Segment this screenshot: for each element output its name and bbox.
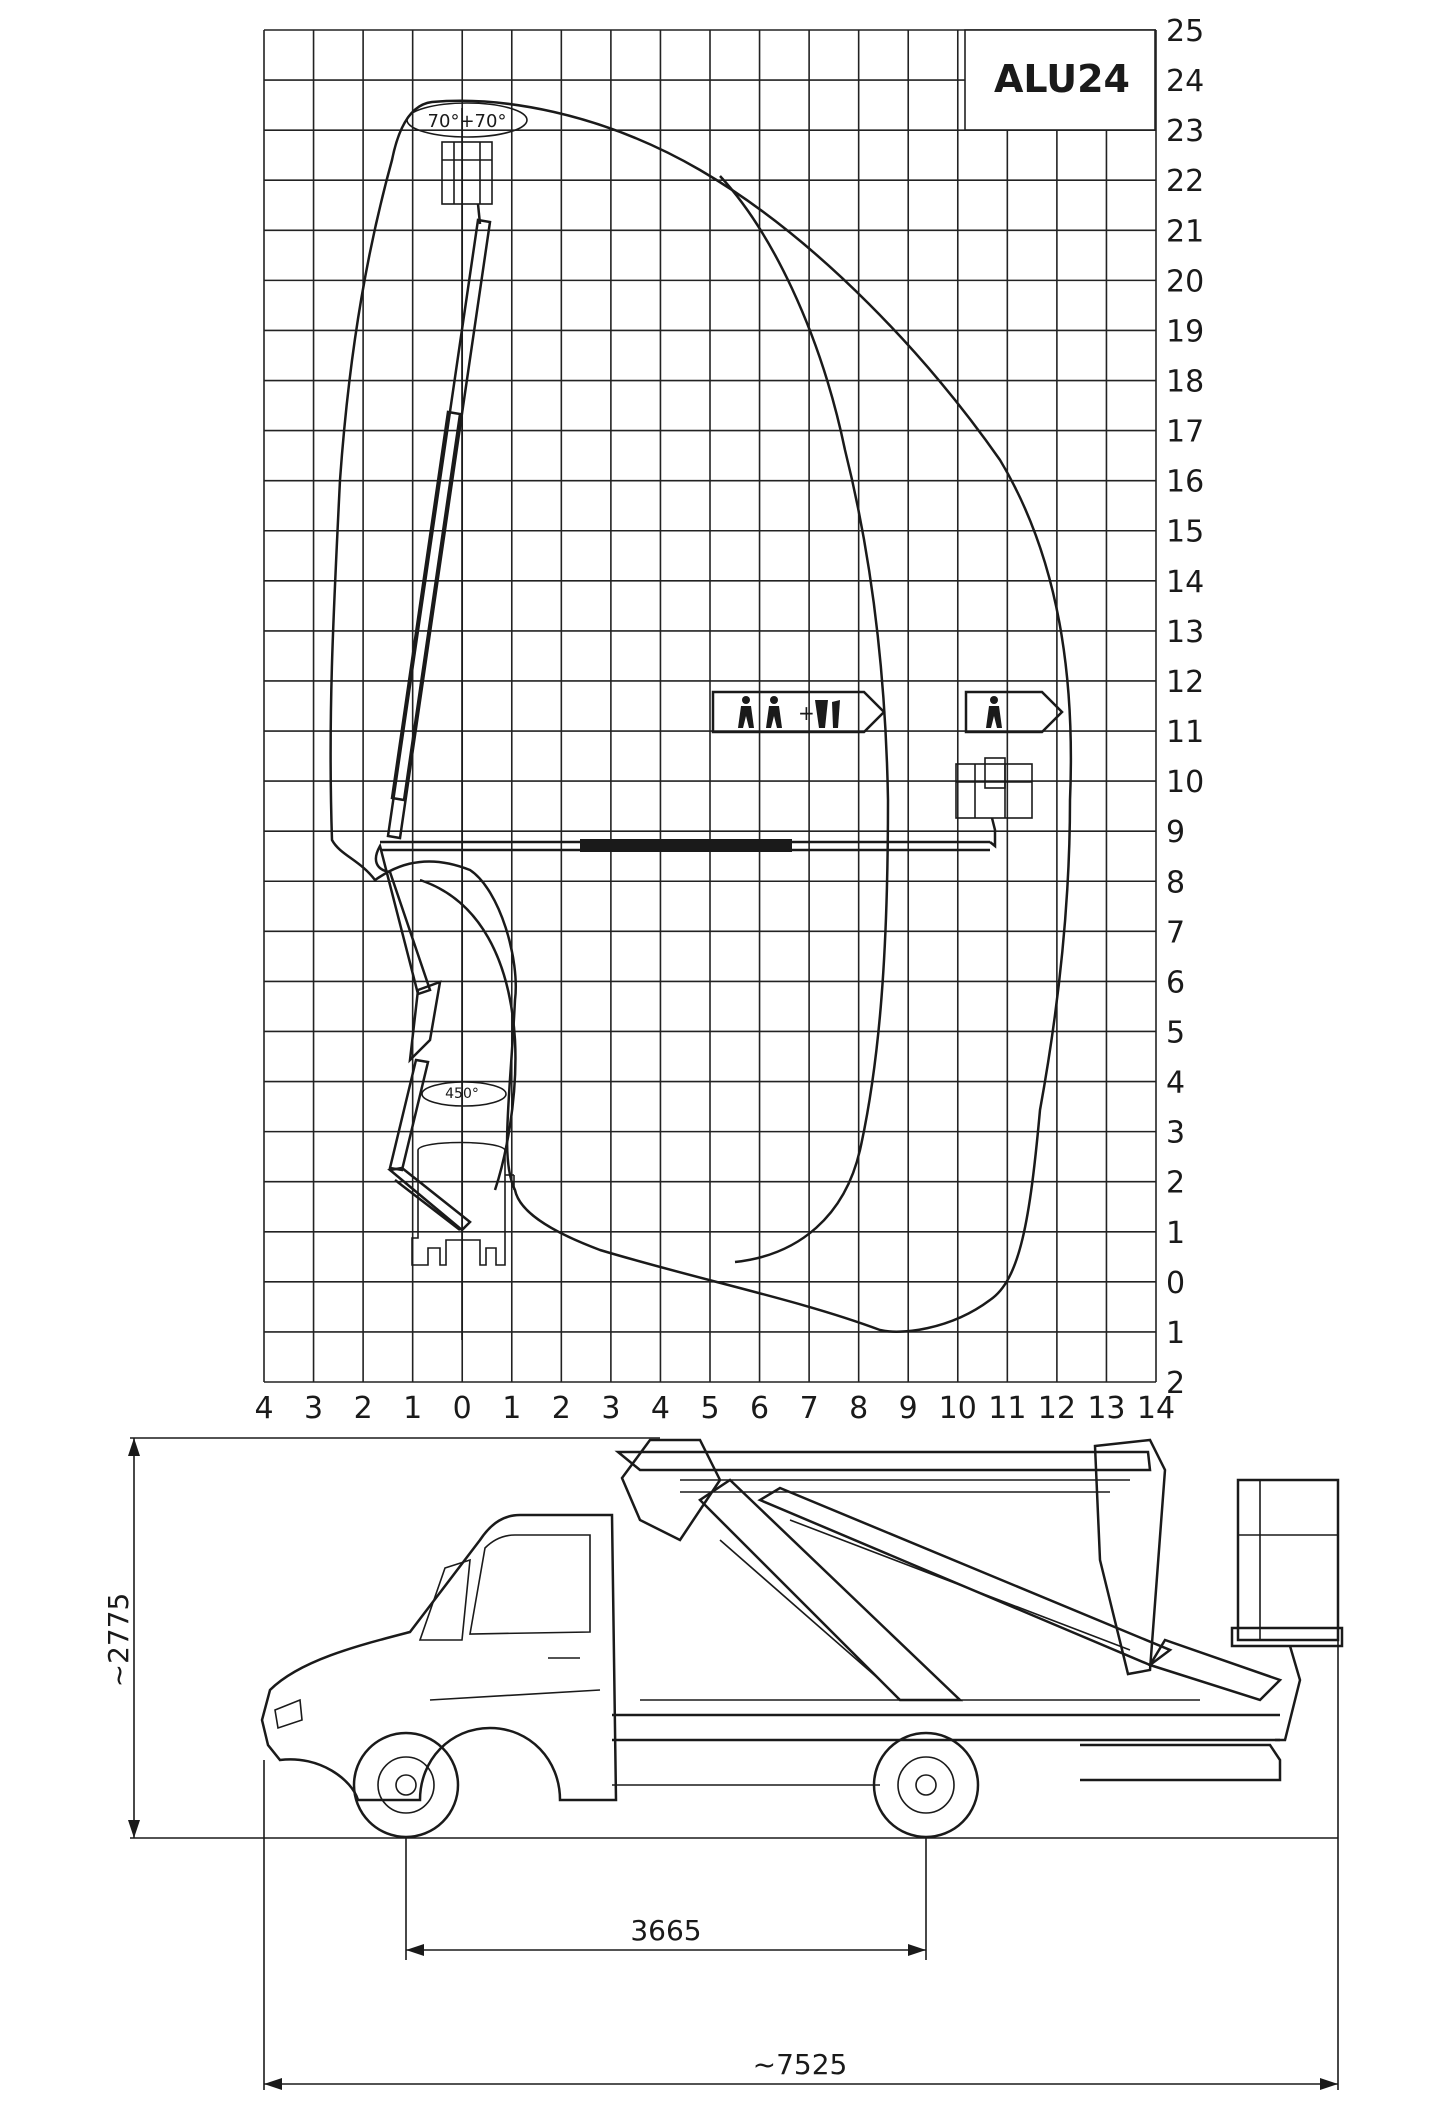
x-axis-tick-label: 2	[552, 1391, 571, 1426]
x-axis-tick-label: 7	[800, 1391, 819, 1426]
x-axis-tick-label: 3	[304, 1391, 323, 1426]
y-axis-tick-label: 11	[1166, 715, 1204, 750]
x-axis-tick-label: 12	[1038, 1391, 1076, 1426]
front-wheel	[352, 1731, 460, 1839]
y-axis-tick-label: 2	[1166, 1366, 1185, 1401]
y-axis-tick-label: 17	[1166, 415, 1204, 450]
dimension-height: ~2775	[102, 1437, 660, 1838]
x-axis-tick-label: 0	[453, 1391, 472, 1426]
y-axis-tick-label: 0	[1166, 1266, 1185, 1301]
y-axis-tick-label: 24	[1166, 64, 1204, 99]
side-basket	[955, 757, 1033, 819]
x-axis-tick-label: 1	[502, 1391, 521, 1426]
y-axis-tick-label: 2	[1166, 1166, 1185, 1201]
y-axis-tick-label: 12	[1166, 665, 1204, 700]
x-axis-tick-label: 8	[849, 1391, 868, 1426]
truck-basket	[1230, 1478, 1344, 1742]
person-icon	[738, 696, 754, 728]
y-axis-tick-label: 7	[1166, 915, 1185, 950]
x-axis-tick-label: 3	[601, 1391, 620, 1426]
turret-rotation: 450°	[421, 1081, 507, 1107]
y-axis-tick-label: 4	[1166, 1066, 1185, 1101]
x-axis-tick-label: 4	[254, 1391, 273, 1426]
outer-working-envelope	[329, 99, 1073, 1333]
y-axis-labels: 2524232221201918171615141312111098765432…	[1166, 14, 1204, 1401]
x-axis-tick-label: 14	[1137, 1391, 1175, 1426]
y-axis-tick-label: 8	[1166, 865, 1185, 900]
boom-raised	[374, 218, 492, 1232]
x-axis-tick-label: 4	[651, 1391, 670, 1426]
y-axis-tick-label: 13	[1166, 615, 1204, 650]
y-axis-tick-label: 18	[1166, 365, 1204, 400]
height-dimension-label: ~2775	[102, 1593, 135, 1688]
y-axis-tick-label: 23	[1166, 114, 1204, 149]
y-axis-tick-label: 6	[1166, 965, 1185, 1000]
title-box: ALU24	[964, 29, 1156, 131]
rear-wheel	[872, 1731, 980, 1839]
load-plate-one-person	[964, 690, 1064, 734]
grid	[263, 29, 1157, 1383]
person-icon	[986, 696, 1002, 728]
length-dimension-label: ~7525	[753, 2048, 848, 2081]
y-axis-tick-label: 1	[1166, 1316, 1185, 1351]
x-axis-tick-label: 6	[750, 1391, 769, 1426]
turret-rotation-label: 450°	[445, 1086, 479, 1102]
inner-working-envelope	[719, 175, 890, 1264]
x-axis-tick-label: 11	[988, 1391, 1026, 1426]
x-axis-tick-label: 10	[939, 1391, 977, 1426]
tools-icon	[815, 700, 840, 728]
y-axis-tick-label: 3	[1166, 1116, 1185, 1151]
x-axis-tick-label: 9	[899, 1391, 918, 1426]
turret-front-view	[411, 1141, 515, 1266]
dimension-wheelbase: 3665	[405, 1838, 927, 1960]
y-axis-tick-label: 9	[1166, 815, 1185, 850]
y-axis-tick-label: 22	[1166, 164, 1204, 199]
y-axis-tick-label: 25	[1166, 14, 1204, 49]
y-axis-tick-label: 5	[1166, 1015, 1185, 1050]
y-axis-tick-label: 16	[1166, 465, 1204, 500]
y-axis-tick-label: 15	[1166, 515, 1204, 550]
wheelbase-dimension-label: 3665	[630, 1914, 701, 1947]
person-icon	[766, 696, 782, 728]
x-axis-tick-label: 13	[1087, 1391, 1125, 1426]
y-axis-tick-label: 19	[1166, 314, 1204, 349]
truck-side-view	[130, 1438, 1344, 1839]
y-axis-tick-label: 1	[1166, 1216, 1185, 1251]
dimension-length: ~7525	[263, 1500, 1339, 2090]
x-axis-tick-label: 2	[354, 1391, 373, 1426]
y-axis-tick-label: 10	[1166, 765, 1204, 800]
y-axis-tick-label: 20	[1166, 264, 1204, 299]
y-axis-tick-label: 21	[1166, 214, 1204, 249]
model-title: ALU24	[994, 57, 1130, 101]
x-axis-tick-label: 1	[403, 1391, 422, 1426]
load-plate-two-persons: +	[711, 690, 886, 734]
y-axis-tick-label: 14	[1166, 565, 1204, 600]
boom-horizontal	[380, 817, 997, 852]
x-axis-tick-label: 5	[700, 1391, 719, 1426]
load-plus-label: +	[798, 701, 815, 725]
basket-rotation-label: 70°+70°	[428, 111, 507, 132]
top-basket: 70°+70°	[406, 102, 528, 225]
